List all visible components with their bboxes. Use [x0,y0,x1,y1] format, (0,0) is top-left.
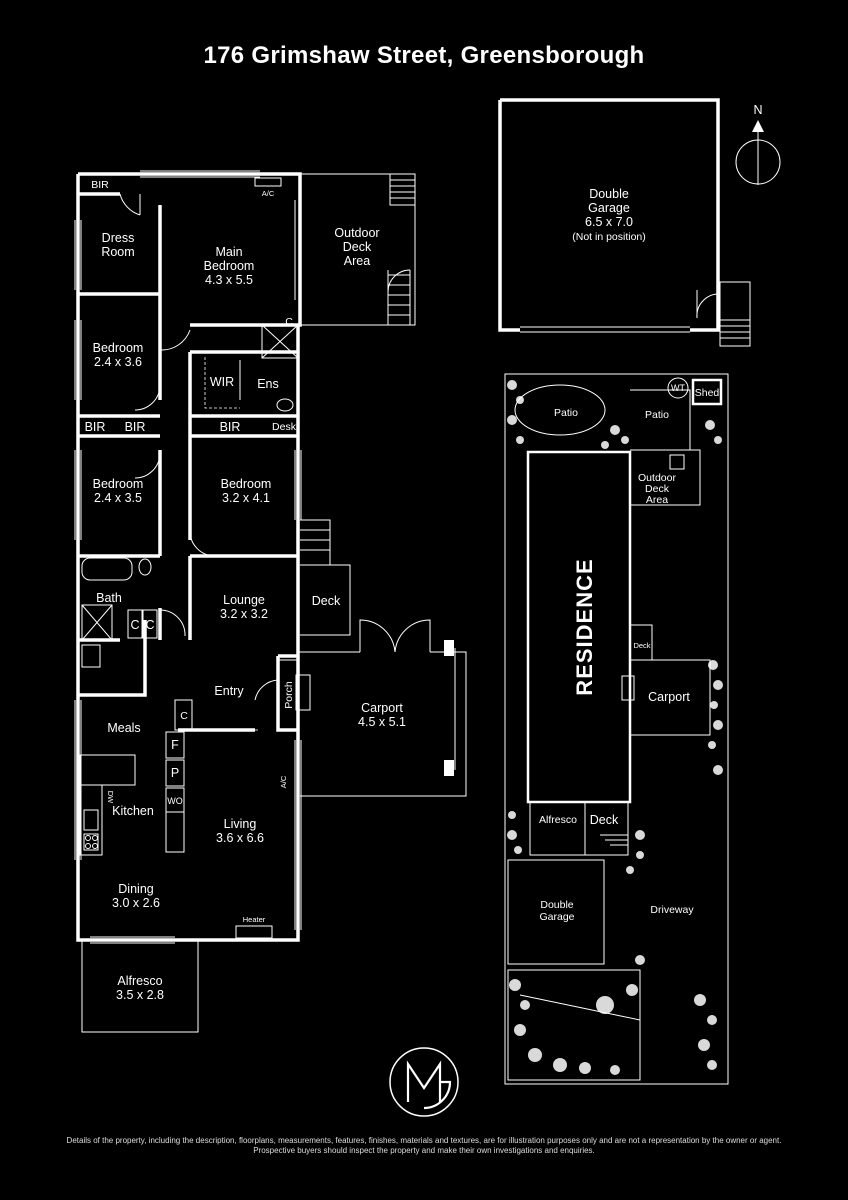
garage-note: (Not in position) [572,231,646,243]
lounge-label: Lounge [223,593,265,607]
wir-label: WIR [210,375,234,389]
disclaimer-line-1: Details of the property, including the d… [66,1136,782,1145]
site-deck-label: Deck [590,813,619,827]
residence-label: RESIDENCE [572,558,597,695]
site-garage-label-1: Double [540,899,573,911]
dining-size: 3.0 x 2.6 [112,896,160,910]
bath-label: Bath [96,591,122,605]
bir-left-2-label: BIR [125,420,146,434]
bir-top-label: BIR [91,179,109,191]
outdoor-deck-label-2: Deck [343,240,372,254]
bir-left-1-label: BIR [85,420,106,434]
kitchen-label: Kitchen [112,804,154,818]
wt-label: WT [671,383,685,393]
bedroom-b-label: Bedroom [93,477,144,491]
c1-label: C [130,618,139,632]
living-size: 3.6 x 6.6 [216,831,264,845]
bedroom-a-label: Bedroom [93,341,144,355]
shed-label: Shed [695,387,720,399]
alfresco-label: Alfresco [117,974,162,988]
c-stack-label: C [285,316,293,328]
disclaimer-line-2: Prospective buyers should inspect the pr… [253,1146,595,1155]
site-garage-label-2: Garage [539,911,574,923]
outdoor-deck-label-1: Outdoor [334,226,379,240]
ens-label: Ens [257,377,279,391]
site-outdoor-deck-3: Area [646,494,668,506]
site-outdoor-deck-1: Outdoor [638,472,676,484]
site-plan: WT Shed Patio Patio Outdoor Deck Area RE… [504,373,729,1085]
garage-size: 6.5 x 7.0 [585,215,633,229]
ac-top-label: A/C [262,189,275,198]
ac-living-label: A/C [279,775,288,788]
c2-label: C [145,618,154,632]
patio-2-label: Patio [645,409,669,421]
page-title: 176 Grimshaw Street, Greensborough [203,42,645,69]
dress-room-label-1: Dress [102,231,135,245]
pantry-label: P [171,766,179,780]
porch-label: Porch [283,681,295,709]
north-label: N [753,103,762,117]
carport-label: Carport [361,701,403,715]
compass: N [735,103,781,185]
garage-label-2: Garage [588,201,630,215]
dw-label: DW [106,791,115,804]
wall-oven-label: WO [167,796,183,806]
bedroom-a-size: 2.4 x 3.6 [94,355,142,369]
outdoor-deck-label-3: Area [344,254,370,268]
desk-label: Desk [272,421,297,433]
bedroom-c-label: Bedroom [221,477,272,491]
driveway-label: Driveway [650,904,694,916]
dining-label: Dining [118,882,153,896]
main-bedroom-size: 4.3 x 5.5 [205,273,253,287]
site-alfresco-label: Alfresco [539,814,577,826]
site-outdoor-deck-2: Deck [645,483,670,495]
carport-size: 4.5 x 5.1 [358,715,406,729]
bedroom-b-size: 2.4 x 3.5 [94,491,142,505]
lounge-size: 3.2 x 3.2 [220,607,268,621]
site-deck-small-label: Deck [633,641,650,650]
bedroom-c-size: 3.2 x 4.1 [222,491,270,505]
heater-label: Heater [243,915,266,924]
entry-label: Entry [214,684,244,698]
alfresco-size: 3.5 x 2.8 [116,988,164,1002]
double-garage-plan: Double Garage 6.5 x 7.0 (Not in position… [498,98,751,347]
patio-1-label: Patio [554,407,578,419]
site-carport-label: Carport [648,690,690,704]
north-arrow-icon [752,120,764,132]
main-bedroom-label-2: Bedroom [204,259,255,273]
fridge-label: F [171,738,179,752]
dress-room-label-2: Room [101,245,134,259]
ground-floor-plan [74,170,467,1033]
main-bedroom-label-1: Main [215,245,242,259]
agency-logo [389,1047,459,1117]
disclaimer: Details of the property, including the d… [20,1136,828,1156]
bir-mid-label: BIR [220,420,241,434]
meals-label: Meals [107,721,140,735]
ground-floor-labels: BIR Dress Room A/C Main Bedroom 4.3 x 5.… [85,179,406,1002]
living-label: Living [224,817,257,831]
garage-label-1: Double [589,187,629,201]
deck-label: Deck [312,594,341,608]
c-pantry-label: C [180,710,188,722]
